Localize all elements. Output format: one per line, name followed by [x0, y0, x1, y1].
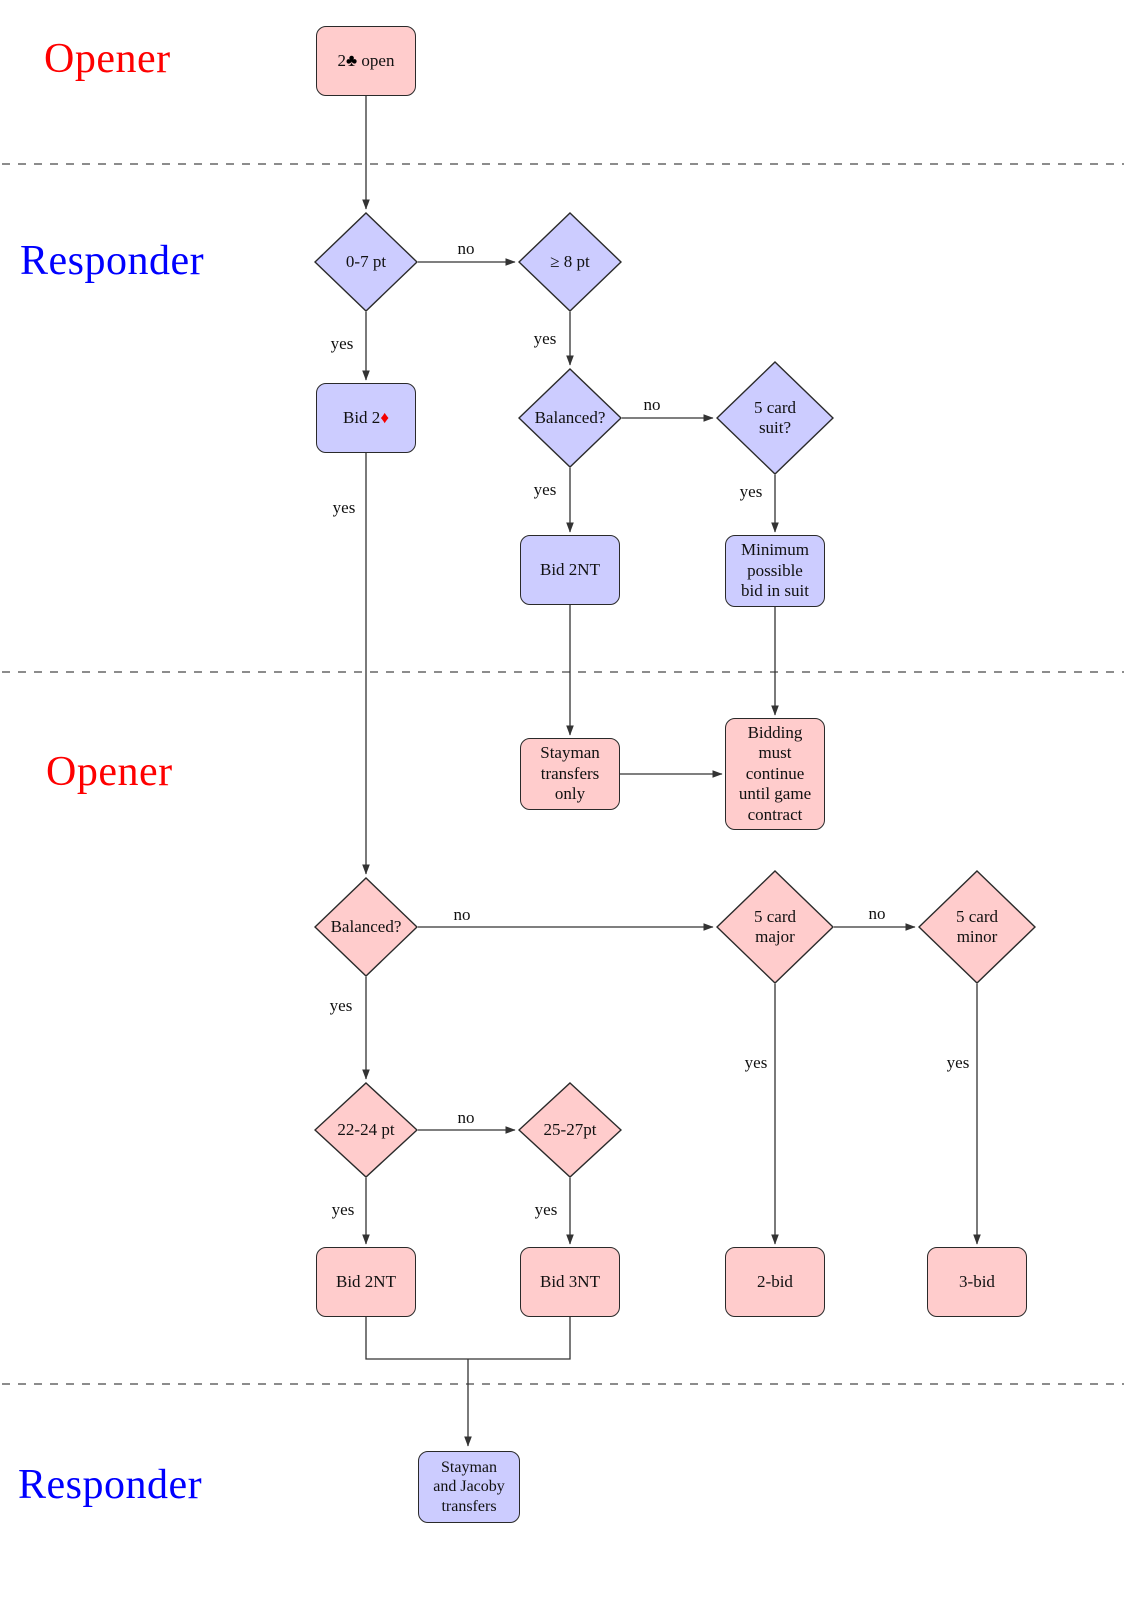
- diamond-shape: [716, 361, 834, 475]
- node-22-24pt: 22-24 pt: [314, 1082, 418, 1178]
- edge-label-no-major-to-minor: no: [868, 904, 886, 923]
- lane-separators: [2, 163, 1124, 1385]
- node-25-27pt: 25-27pt: [518, 1082, 622, 1178]
- node-5-card-minor-label: 5 card minor: [955, 906, 998, 946]
- node-2c-open: 2♣ open: [316, 26, 416, 96]
- node-bidding-must-continue-label: Bidding must continue until game contrac…: [738, 723, 812, 824]
- node-2-bid-label: 2-bid: [757, 1271, 793, 1291]
- diamond-suit-icon: ♦: [380, 407, 389, 427]
- node-stayman-jacoby-transfers-label: Stayman and Jacoby transfers: [433, 1459, 505, 1515]
- edge-label-yes-balanced: yes: [533, 480, 557, 499]
- connectors: [362, 96, 981, 1447]
- node-stayman-jacoby-transfers: Stayman and Jacoby transfers: [418, 1451, 520, 1523]
- diamond-shape: [314, 212, 418, 312]
- node-minimum-bid: Minimum possible bid in suit: [725, 535, 825, 607]
- node-stayman-transfers-only: Stayman transfers only: [520, 738, 620, 810]
- lane-label-responder-bottom: Responder: [18, 1462, 203, 1509]
- node-bid-2nt-responder-label: Bid 2NT: [540, 559, 600, 579]
- node-5-card-minor: 5 card minor: [918, 870, 1036, 984]
- node-bid-3nt: Bid 3NT: [520, 1247, 620, 1317]
- club-suit-icon: ♣: [346, 50, 358, 70]
- node-bid-2nt-opener-label: Bid 2NT: [336, 1271, 396, 1291]
- diamond-shape: [918, 870, 1036, 984]
- lane-label-responder-top: Responder: [20, 238, 205, 285]
- edge-label-no-22-24-to-25-27: no: [457, 1108, 475, 1127]
- node-3-bid-label: 3-bid: [959, 1271, 995, 1291]
- edge-label-yes-ge8: yes: [533, 329, 557, 348]
- node-bid-3nt-label: Bid 3NT: [540, 1271, 600, 1291]
- edge-label-yes-5cardsuit: yes: [739, 482, 763, 501]
- diamond-shape: [716, 870, 834, 984]
- node-opener-balanced-label: Balanced?: [330, 916, 402, 936]
- edge-label-yes-22-24: yes: [331, 1200, 355, 1219]
- node-stayman-transfers-only-label: Stayman transfers only: [540, 743, 600, 804]
- edge-label-no-0-7-to-ge8: no: [457, 239, 475, 258]
- edge-label-yes-bid2d: yes: [332, 498, 356, 517]
- edge-label-yes-25-27: yes: [534, 1200, 558, 1219]
- diamond-shape: [518, 368, 622, 468]
- edge-label-yes-0-7: yes: [330, 334, 354, 353]
- node-bid-2nt-opener: Bid 2NT: [316, 1247, 416, 1317]
- node-ge8pt-label: ≥ 8 pt: [550, 251, 590, 271]
- node-25-27pt-label: 25-27pt: [543, 1119, 597, 1139]
- node-2-bid: 2-bid: [725, 1247, 825, 1317]
- diamond-shape: [518, 212, 622, 312]
- edge-merge-bid2nt-bid3nt: [365, 1317, 571, 1360]
- node-bid-2d-label: Bid 2♦: [343, 407, 389, 427]
- edge-label-yes-opener-balanced: yes: [329, 996, 353, 1015]
- edge-label-yes-5cardminor: yes: [946, 1053, 970, 1072]
- diamond-shape: [314, 1082, 418, 1178]
- node-3-bid: 3-bid: [927, 1247, 1027, 1317]
- edge-label-no-opener-balanced: no: [453, 905, 471, 924]
- node-2c-open-label: 2♣ open: [337, 50, 395, 70]
- node-0-7pt: 0-7 pt: [314, 212, 418, 312]
- node-responder-balanced: Balanced?: [518, 368, 622, 468]
- edge-label-no-balanced-to-5cardsuit: no: [643, 395, 661, 414]
- node-22-24pt-label: 22-24 pt: [337, 1119, 395, 1139]
- node-bid-2d: Bid 2♦: [316, 383, 416, 453]
- node-responder-balanced-label: Balanced?: [534, 407, 606, 427]
- node-5-card-suit: 5 card suit?: [716, 361, 834, 475]
- diamond-shape: [518, 1082, 622, 1178]
- node-0-7pt-label: 0-7 pt: [345, 251, 387, 271]
- lane-label-opener-top: Opener: [44, 36, 171, 83]
- node-ge8pt: ≥ 8 pt: [518, 212, 622, 312]
- node-5-card-major: 5 card major: [716, 870, 834, 984]
- node-opener-balanced: Balanced?: [314, 877, 418, 977]
- node-5-card-major-label: 5 card major: [753, 906, 796, 946]
- node-5-card-suit-label: 5 card suit?: [753, 397, 796, 437]
- node-minimum-bid-label: Minimum possible bid in suit: [740, 540, 809, 601]
- node-bidding-must-continue: Bidding must continue until game contrac…: [725, 718, 825, 830]
- lane-label-opener-middle: Opener: [46, 749, 173, 796]
- node-bid-2nt-responder: Bid 2NT: [520, 535, 620, 605]
- edge-label-yes-5cardmajor: yes: [744, 1053, 768, 1072]
- diamond-shape: [314, 877, 418, 977]
